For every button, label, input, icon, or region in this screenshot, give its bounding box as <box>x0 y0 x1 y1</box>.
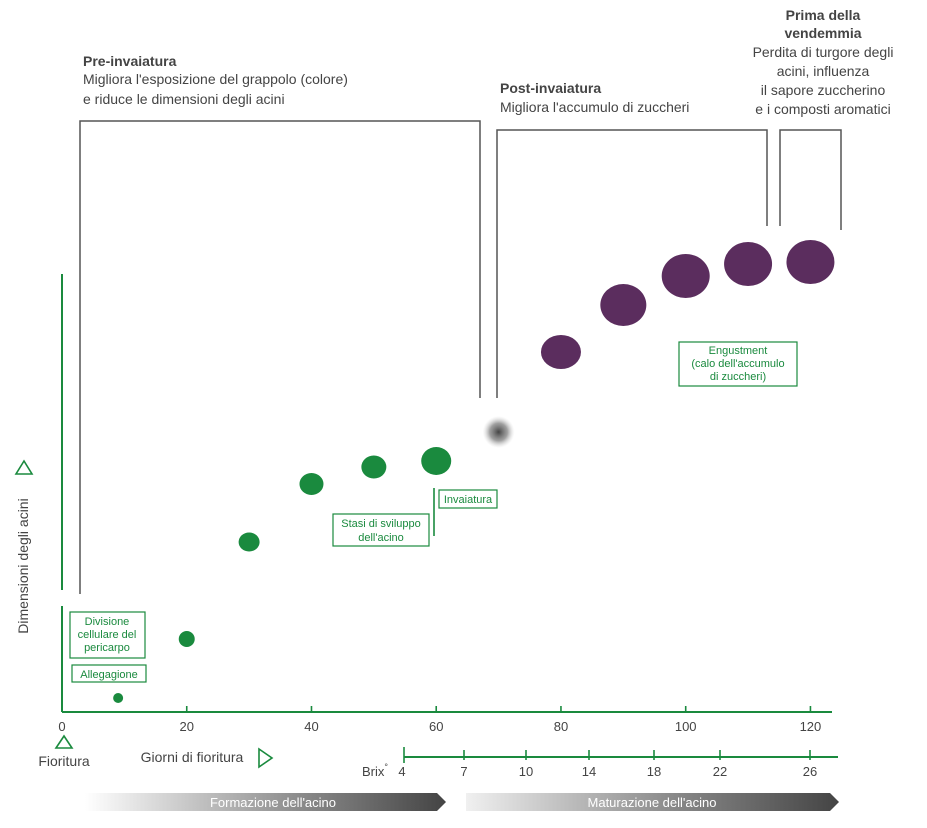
triangle-up-icon <box>54 734 74 749</box>
x-axis-tick-label: 100 <box>675 719 697 734</box>
pre-veraison-line: e riduce le dimensioni degli acini <box>83 91 285 107</box>
stage-box-line: Allegagione <box>80 669 138 681</box>
x-axis: 0 20 40 60 80 100 120 <box>58 706 832 734</box>
berry-veraison-day-70 <box>482 416 515 448</box>
berry-formation-bar: Formazione dell'acino <box>85 793 446 811</box>
x-axis-tick-label: 60 <box>429 719 443 734</box>
stage-box-line: Engustment <box>709 345 768 357</box>
x-axis-extras: Fioritura Giorni di fioritura <box>38 734 274 769</box>
berry-green-day-20 <box>178 631 195 647</box>
berry-ripening-arrow <box>466 793 839 811</box>
berry-ripening-bar: Maturazione dell'acino <box>466 793 839 811</box>
pre-harvest-bracket <box>779 129 842 230</box>
pre-veraison-line: Migliora l'esposizione del grappolo (col… <box>83 71 348 87</box>
x-axis-tick-label: 40 <box>304 719 318 734</box>
pre-harvest-line: e i composti aromatici <box>755 101 890 117</box>
berry-formation-label: Formazione dell'acino <box>210 795 336 810</box>
pre-harvest-line: acini, influenza <box>777 63 870 79</box>
pre-harvest-title: vendemmia <box>784 25 861 41</box>
brix-axis: Brix° 4 7 10 14 18 22 26 <box>362 747 838 779</box>
stage-box-engustment: Engustment (calo dell'accumulo di zucche… <box>678 341 798 387</box>
x-axis-tick-label: 20 <box>180 719 194 734</box>
berry-purple-day-80 <box>540 335 581 369</box>
stage-box-line: Invaiatura <box>444 494 493 506</box>
berry-purple-day-90 <box>600 284 647 326</box>
stage-box-veraison: Invaiatura <box>438 489 498 509</box>
berry-purple-day-100 <box>661 254 710 298</box>
berry-formation-arrow <box>85 793 446 811</box>
stage-box-frame <box>438 489 498 509</box>
stage-box-frame <box>69 611 146 659</box>
stage-box-line: pericarpo <box>84 642 130 654</box>
stage-box-fruit-set: Allegagione <box>71 664 147 683</box>
x-axis-tick-label: 80 <box>554 719 568 734</box>
berry-green-day-50 <box>361 455 387 479</box>
brix-tick-label: 22 <box>713 764 727 779</box>
pre-harvest-line: Perdita di turgore degli <box>753 44 894 60</box>
stage-box-line: cellulare del <box>78 629 137 641</box>
triangle-right-icon <box>258 747 274 769</box>
y-axis: Dimensioni degli acini <box>14 274 63 712</box>
pre-harvest-line: il sapore zuccherino <box>761 82 886 98</box>
stage-box-line: Divisione <box>85 616 130 628</box>
stage-box-line: di zuccheri) <box>710 371 766 383</box>
x-axis-tick-label: 120 <box>800 719 822 734</box>
stage-box-line: Stasi di sviluppo <box>341 518 421 530</box>
pre-veraison-annotation: Pre-invaiatura Migliora l'esposizione de… <box>79 53 481 594</box>
stage-box-line: dell'acino <box>358 532 404 544</box>
stage-box-frame <box>332 513 430 547</box>
post-veraison-title: Post-invaiatura <box>500 80 601 96</box>
stage-box-frame <box>678 341 798 387</box>
pre-veraison-bracket <box>79 120 481 594</box>
berry-green-day-60 <box>421 447 452 475</box>
triangle-up-icon <box>14 459 34 475</box>
y-axis-label: Dimensioni degli acini <box>15 498 31 633</box>
berry-purple-day-120 <box>786 240 835 284</box>
berry-ripening-label: Maturazione dell'acino <box>588 795 717 810</box>
brix-tick-label: 7 <box>460 764 467 779</box>
brix-tick-label: 18 <box>647 764 661 779</box>
flowering-label: Fioritura <box>38 753 90 769</box>
brix-label: Brix° <box>362 762 388 779</box>
berry-green-day-9 <box>113 693 124 703</box>
pre-harvest-annotation: Prima della vendemmia Perdita di turgore… <box>753 7 894 230</box>
berry-green-day-30 <box>238 532 260 552</box>
post-veraison-line: Migliora l'accumulo di zuccheri <box>500 99 689 115</box>
stage-box-cell-division: Divisione cellulare del pericarpo <box>69 611 146 659</box>
berry-purple-day-110 <box>724 242 773 286</box>
brix-tick-label: 26 <box>803 764 817 779</box>
x-axis-tick-label: 0 <box>58 719 65 734</box>
stage-box-line: (calo dell'accumulo <box>691 358 784 370</box>
stage-box-growth-lag: Stasi di sviluppo dell'acino <box>332 488 435 547</box>
brix-tick-label: 14 <box>582 764 596 779</box>
post-veraison-bracket <box>496 129 768 398</box>
post-veraison-annotation: Post-invaiatura Migliora l'accumulo di z… <box>496 80 768 398</box>
pre-veraison-title: Pre-invaiatura <box>83 53 177 69</box>
berry-green-day-40 <box>299 473 324 495</box>
days-from-flowering-label: Giorni di fioritura <box>141 749 244 765</box>
pre-harvest-title: Prima della <box>786 7 861 23</box>
brix-tick-label: 4 <box>398 764 405 779</box>
brix-tick-label: 10 <box>519 764 533 779</box>
berry-series <box>113 240 835 703</box>
stage-box-frame <box>71 664 147 683</box>
